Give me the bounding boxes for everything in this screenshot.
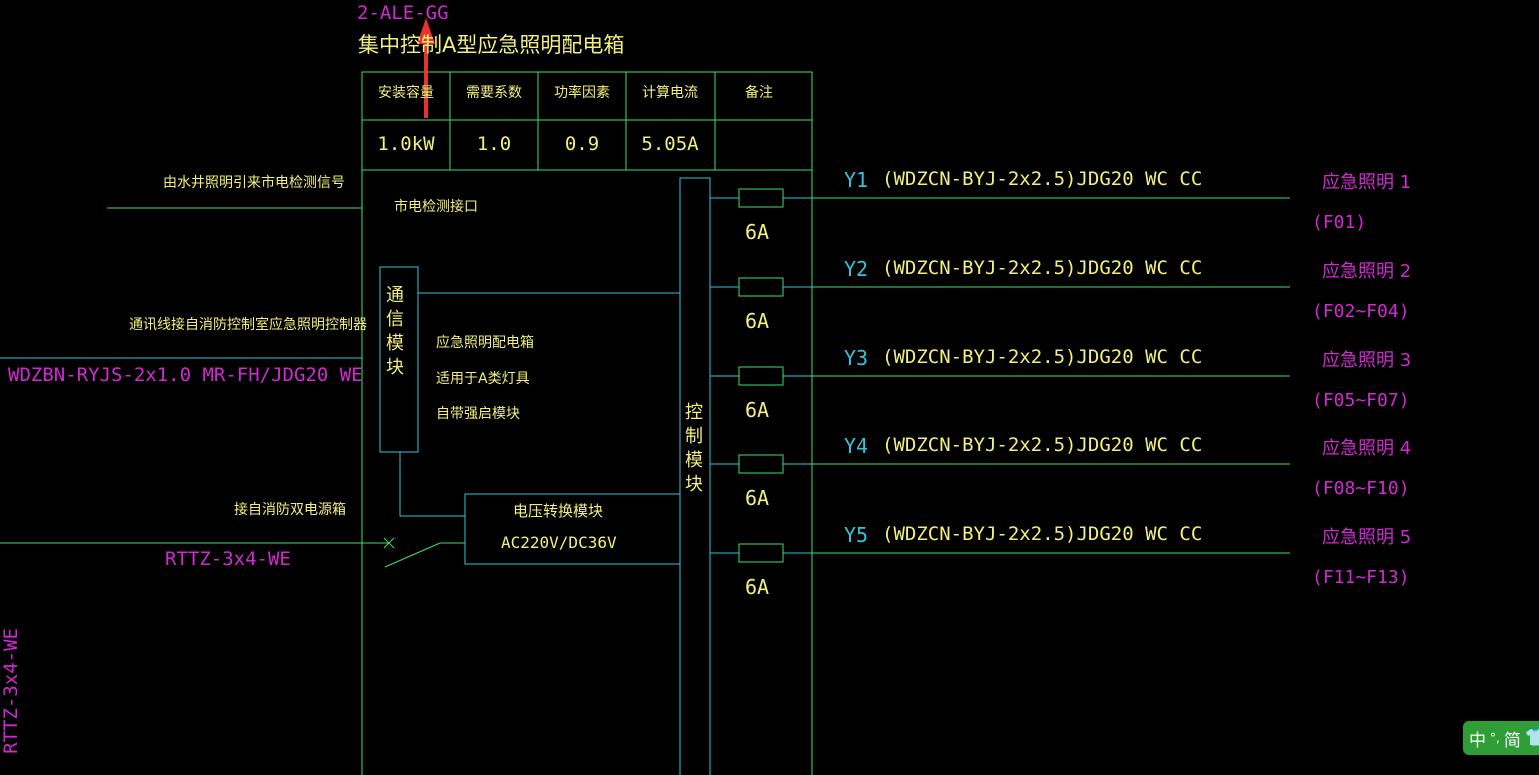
distribution-box-outline (361, 71, 813, 775)
load-name: 应急照明 3 (1322, 350, 1412, 371)
load-name: 应急照明 5 (1322, 527, 1412, 548)
load-range: (F05~F07) (1312, 390, 1410, 411)
comm-link-label: 通讯线接自消防控制室应急照明控制器 (129, 317, 367, 333)
box-desc-2: 适用于A类灯具 (436, 371, 530, 387)
table-value-cell: 1.0 (476, 133, 512, 155)
table-header-cell: 需要系数 (466, 85, 522, 101)
load-name: 应急照明 1 (1322, 172, 1412, 193)
comm-module-box (379, 266, 419, 453)
fuse-symbol (738, 366, 784, 386)
switch-blade (384, 542, 441, 568)
load-name: 应急照明 2 (1322, 261, 1412, 282)
circuit-cable: (WDZCN-BYJ-2x2.5)JDG20 WC CC (882, 257, 1203, 279)
fuse-symbol (738, 188, 784, 208)
shirt-icon[interactable]: 👕 (1524, 728, 1539, 748)
circuit-id: Y4 (844, 434, 869, 458)
vertical-cable-label: RTTZ-3x4-WE (0, 628, 22, 754)
box-id: 2-ALE-GG (357, 2, 449, 24)
fuse-rating: 6A (745, 309, 770, 333)
control-module-label: 控制模块 (682, 402, 703, 498)
fuse-rating: 6A (745, 220, 770, 244)
table-header-cell: 备注 (745, 85, 773, 101)
voltage-module-label: 电压转换模块 (513, 502, 604, 520)
power-source-label: 接自消防双电源箱 (234, 502, 346, 518)
ime-status-bar[interactable]: 中 °, 简 👕 (1463, 721, 1539, 755)
table-header-cell: 安装容量 (378, 85, 434, 101)
monitor-signal-label: 由水井照明引来市电检测信号 (163, 175, 345, 191)
fuse-symbol (738, 543, 784, 563)
comm-cable-label: WDZBN-RYJS-2x1.0 MR-FH/JDG20 WE (8, 364, 363, 386)
box-desc-1: 应急照明配电箱 (436, 335, 534, 351)
circuit-cable: (WDZCN-BYJ-2x2.5)JDG20 WC CC (882, 523, 1203, 545)
fuse-rating: 6A (745, 486, 770, 510)
table-value-cell: 5.05A (641, 133, 699, 155)
box-desc-3: 自带强启模块 (436, 406, 520, 422)
ime-mode[interactable]: 中 (1469, 730, 1486, 751)
table-value-cell: 1.0kW (377, 133, 435, 155)
ime-punct[interactable]: °, (1490, 731, 1500, 745)
circuit-cable: (WDZCN-BYJ-2x2.5)JDG20 WC CC (882, 168, 1203, 190)
ime-script[interactable]: 简 (1503, 730, 1521, 751)
circuit-cable: (WDZCN-BYJ-2x2.5)JDG20 WC CC (882, 346, 1203, 368)
table-header-cell: 功率因素 (554, 85, 610, 101)
control-module-box (679, 177, 711, 775)
fuse-rating: 6A (745, 398, 770, 422)
comm-module-label: 通信模块 (383, 285, 404, 381)
power-cable-label: RTTZ-3x4-WE (165, 548, 291, 570)
load-range: (F08~F10) (1312, 478, 1410, 499)
load-range: (F11~F13) (1312, 567, 1410, 588)
fuse-symbol (738, 277, 784, 297)
table-header-cell: 计算电流 (642, 85, 698, 101)
load-name: 应急照明 4 (1322, 438, 1412, 459)
load-range: (F02~F04) (1312, 301, 1410, 322)
table-value-cell: 0.9 (564, 133, 600, 155)
circuit-id: Y2 (844, 257, 869, 281)
red-arrow (417, 18, 435, 118)
fuse-symbol (738, 454, 784, 474)
box-title: 集中控制A型应急照明配电箱 (358, 33, 625, 57)
circuit-id: Y3 (844, 346, 869, 370)
load-range: (F01) (1312, 212, 1367, 233)
circuit-cable: (WDZCN-BYJ-2x2.5)JDG20 WC CC (882, 434, 1203, 456)
fuse-rating: 6A (745, 575, 770, 599)
circuit-id: Y5 (844, 523, 869, 547)
circuit-id: Y1 (844, 168, 869, 192)
voltage-value: AC220V/DC36V (501, 533, 617, 552)
monitor-port-label: 市电检测接口 (394, 199, 478, 215)
